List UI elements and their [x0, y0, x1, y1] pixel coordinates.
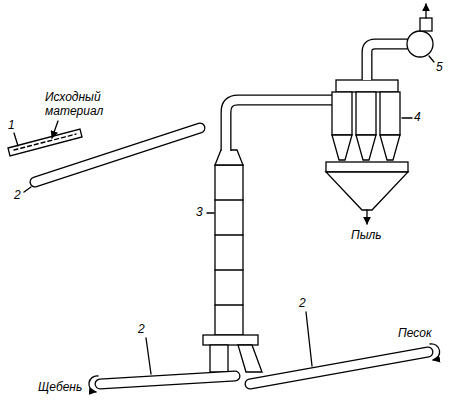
- output-label: Щебень: [38, 380, 82, 394]
- callout-number: 4: [414, 110, 421, 124]
- callout-number: 3: [196, 205, 203, 219]
- output-label: Песок: [398, 326, 432, 340]
- output-label: Пыль: [351, 228, 382, 242]
- callout-number: 2: [299, 296, 306, 310]
- callout-number: 1: [8, 118, 15, 132]
- feed-label: Исходный материал: [45, 90, 109, 118]
- callout-number: 2: [14, 188, 21, 202]
- callout-number: 2: [138, 322, 145, 336]
- callout-number: 5: [436, 60, 443, 74]
